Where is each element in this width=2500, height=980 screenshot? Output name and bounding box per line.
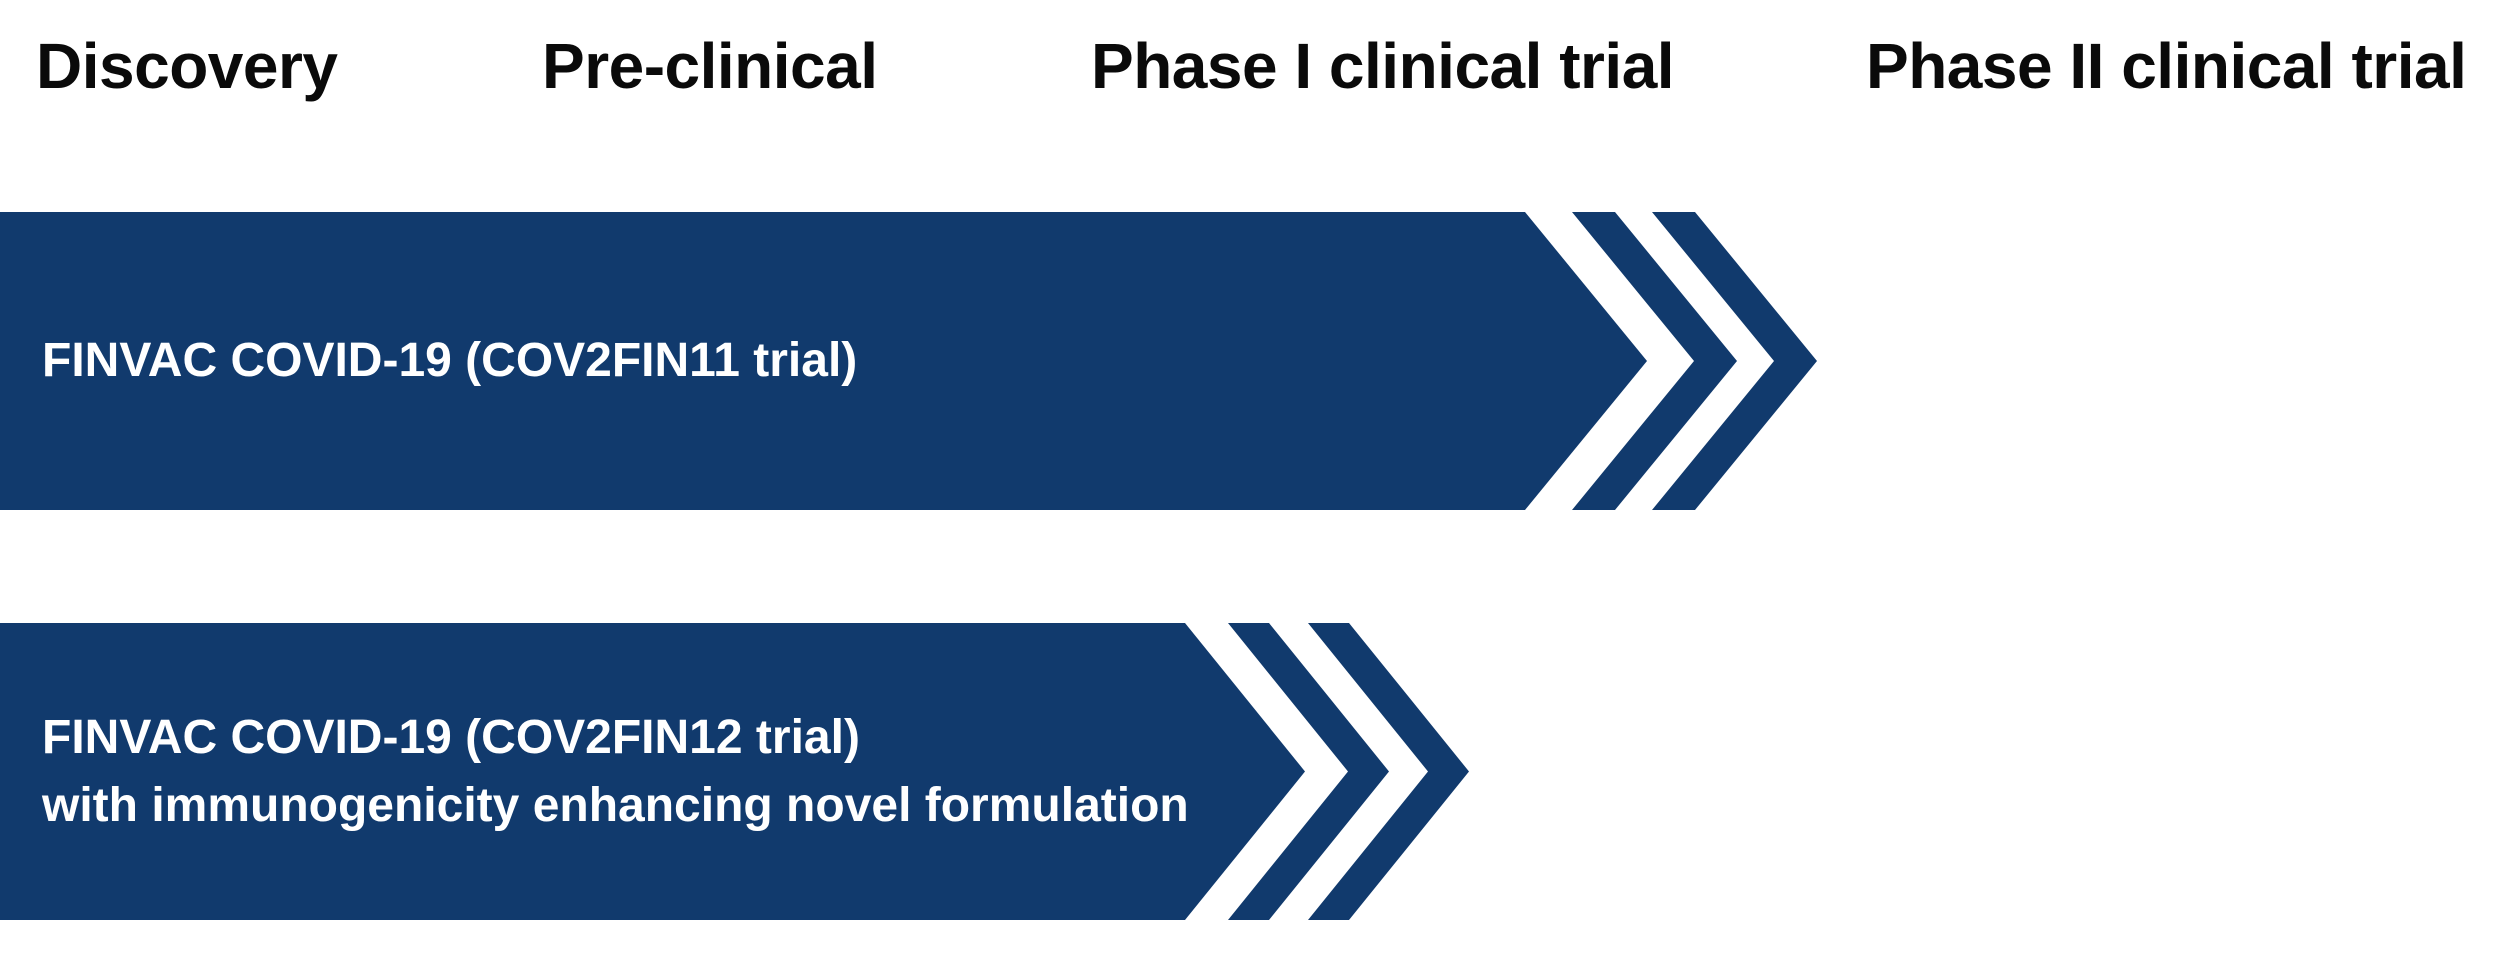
stage-header-discovery: Discovery bbox=[36, 30, 338, 102]
bar-label-cov2fin12: FINVAC COVID-19 (COV2FIN12 trial) with i… bbox=[0, 623, 1189, 920]
progress-arrow-chevrons-icon bbox=[0, 212, 1817, 510]
stage-header-phase-2-clinical-trial: Phase II clinical trial bbox=[1866, 30, 2467, 102]
bar-label-line: FINVAC COVID-19 (COV2FIN11 trial) bbox=[42, 334, 858, 387]
pipeline-bar-cov2fin12: FINVAC COVID-19 (COV2FIN12 trial) with i… bbox=[0, 623, 1472, 920]
stage-header-pre-clinical: Pre-clinical bbox=[542, 30, 878, 102]
bar-label-line: FINVAC COVID-19 (COV2FIN12 trial) bbox=[42, 710, 860, 764]
stage-header-phase-1-clinical-trial: Phase I clinical trial bbox=[1091, 30, 1675, 102]
pipeline-bar-cov2fin11: FINVAC COVID-19 (COV2FIN11 trial) bbox=[0, 212, 1820, 510]
progress-arrow-chevrons-icon bbox=[0, 623, 1469, 920]
bar-label-cov2fin11: FINVAC COVID-19 (COV2FIN11 trial) bbox=[0, 212, 857, 510]
bar-label-line: with immunogenicity enhancing novel form… bbox=[42, 778, 1189, 832]
